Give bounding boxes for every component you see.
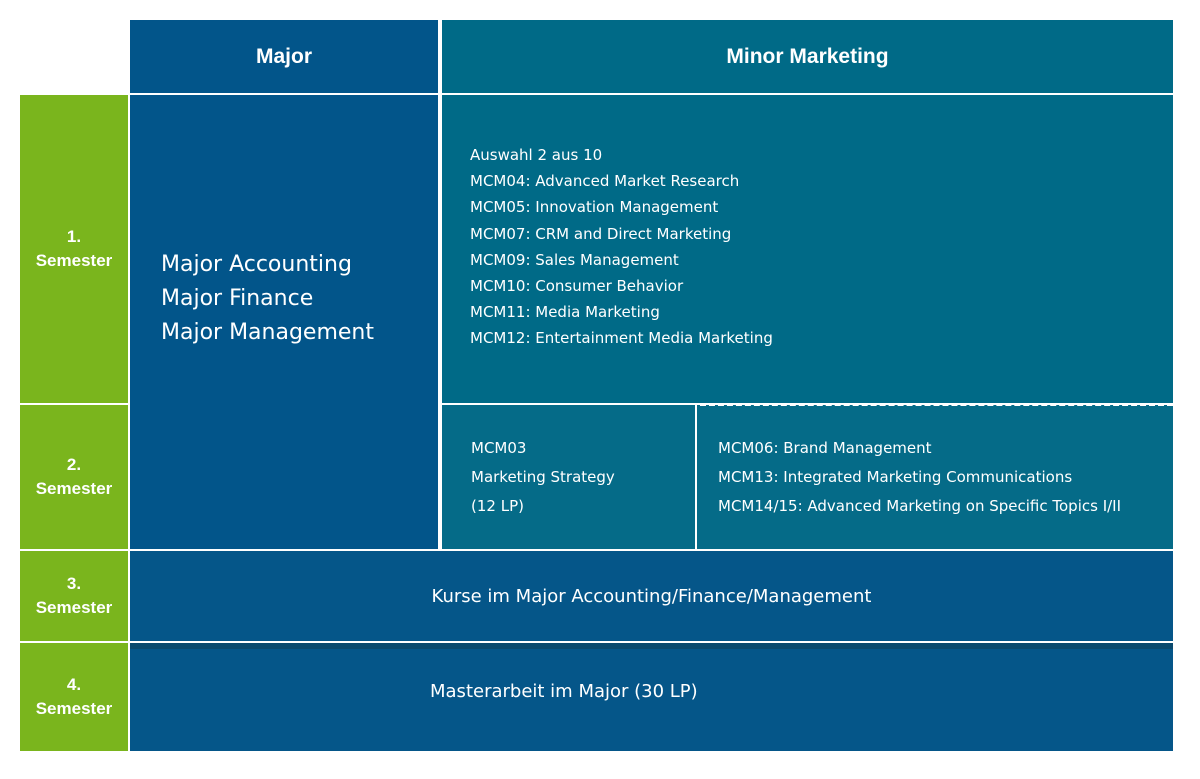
elective-item: MCM14/15: Advanced Marketing on Specific… — [718, 497, 1122, 515]
minor-item: Auswahl 2 aus 10 — [470, 146, 603, 164]
top-strip — [130, 643, 1173, 649]
semester-3-label: Semester — [35, 598, 113, 617]
dashed-divider — [700, 403, 1173, 406]
semester-4-block: Masterarbeit im Major (30 LP) — [130, 643, 1173, 751]
semester-3-block: Kurse im Major Accounting/Finance/Manage… — [130, 551, 1173, 641]
minor-item: MCM04: Advanced Market Research — [470, 172, 740, 191]
semester-2-label: Semester — [35, 479, 113, 498]
minor-item: MCM07: CRM and Direct Marketing — [470, 224, 732, 243]
header-major: Major — [130, 20, 438, 93]
major-item: Major Management — [161, 320, 374, 345]
strategy-item: Marketing Strategy — [471, 468, 615, 486]
semester-2-number: 2. — [66, 455, 82, 474]
major-item: Major Accounting — [161, 252, 352, 277]
minor-item: MCM05: Innovation Management — [470, 198, 719, 217]
semester-1: 1. Semester — [20, 95, 128, 403]
minor-electives-sem2-block: MCM06: Brand Management MCM13: Integrate… — [697, 405, 1173, 549]
strategy-item: MCM03 — [471, 439, 527, 457]
minor-electives-block: Auswahl 2 aus 10 MCM04: Advanced Market … — [442, 95, 1173, 403]
semester-3-text: Kurse im Major Accounting/Finance/Manage… — [431, 585, 872, 607]
semester-4-number: 4. — [66, 675, 82, 694]
major-block: Major Accounting Major Finance Major Man… — [130, 95, 438, 549]
semester-1-number: 1. — [66, 227, 82, 246]
marketing-strategy-block: MCM03 Marketing Strategy (12 LP) — [442, 405, 695, 549]
header-minor-marketing: Minor Marketing — [442, 20, 1173, 93]
semester-1-label: Semester — [35, 251, 113, 270]
semester-3-number: 3. — [66, 574, 82, 593]
minor-item: MCM11: Media Marketing — [470, 303, 660, 322]
semester-4: 4. Semester — [20, 643, 128, 751]
semester-3: 3. Semester — [20, 551, 128, 641]
minor-item: MCM12: Entertainment Media Marketing — [470, 329, 773, 348]
minor-item: MCM10: Consumer Behavior — [470, 277, 684, 296]
major-item: Major Finance — [161, 286, 314, 311]
strategy-item: (12 LP) — [471, 497, 524, 515]
semester-4-text: Masterarbeit im Major (30 LP) — [430, 681, 698, 702]
minor-item: MCM09: Sales Management — [470, 250, 679, 269]
elective-item: MCM13: Integrated Marketing Communicatio… — [718, 468, 1073, 486]
semester-4-label: Semester — [35, 699, 113, 718]
semester-2: 2. Semester — [20, 405, 128, 549]
elective-item: MCM06: Brand Management — [718, 439, 932, 457]
header-major-label: Major — [255, 44, 312, 68]
header-minor-label: Minor Marketing — [726, 44, 889, 68]
